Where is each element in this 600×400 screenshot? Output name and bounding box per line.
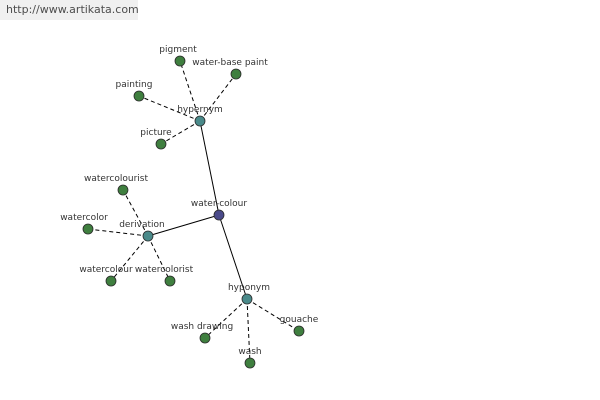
leaf-label-gouache[interactable]: gouache [280,315,319,325]
leaf-node-pigment[interactable] [174,55,186,67]
leaf-node-wash-drawing[interactable] [199,332,211,344]
edge-derivation-watercolor [87,228,149,237]
leaf-label-wash[interactable]: wash [238,347,261,357]
leaf-node-wash[interactable] [244,357,256,369]
leaf-node-gouache[interactable] [293,325,305,337]
leaf-label-watercolour[interactable]: watercolour [79,265,133,275]
leaf-label-water-base-paint[interactable]: water-base paint [192,58,268,68]
edge-hypernym-pigment [179,60,201,122]
edge-derivation-watercolourist [122,189,149,237]
leaf-label-picture[interactable]: picture [140,128,172,138]
category-label-hyponym[interactable]: hyponym [228,283,270,293]
edge-derivation-watercolorist [147,235,171,282]
edge-hyponym-wash-drawing [204,298,248,339]
leaf-label-pigment[interactable]: pigment [159,45,197,55]
leaf-node-watercolour[interactable] [105,275,117,287]
category-node-hypernym[interactable] [194,115,206,127]
edge-hypernym-picture [160,120,201,145]
edge-center-derivation [147,214,220,237]
category-node-derivation[interactable] [142,230,154,242]
leaf-label-watercolorist[interactable]: watercolorist [135,265,194,275]
leaf-label-watercolor[interactable]: watercolor [60,213,108,223]
leaf-label-watercolourist[interactable]: watercolourist [84,174,148,184]
leaf-label-painting[interactable]: painting [116,80,153,90]
leaf-node-watercolourist[interactable] [117,184,129,196]
edge-hyponym-wash [246,298,251,364]
edge-center-hyponym [218,214,248,300]
edge-hypernym-water-base-paint [199,73,237,122]
site-url[interactable]: http://www.artikata.com [0,0,138,20]
leaf-node-water-base-paint[interactable] [230,68,242,80]
category-label-hypernym[interactable]: hypernym [177,105,223,115]
center-node-water-colour[interactable] [213,209,225,221]
edge-hyponym-gouache [246,298,300,332]
leaf-node-picture[interactable] [155,138,167,150]
leaf-node-watercolor[interactable] [82,223,94,235]
labels-layer: water-colour hypernym pigment water-base pa… [60,45,319,357]
category-node-hyponym[interactable] [241,293,253,305]
center-label-water-colour[interactable]: water-colour [191,199,247,209]
edges-layer [87,60,300,364]
edge-center-hypernym [199,120,220,216]
leaf-node-watercolorist[interactable] [164,275,176,287]
category-label-derivation[interactable]: derivation [119,220,165,230]
edge-derivation-watercolour [110,235,149,282]
edge-hypernym-painting [138,95,201,122]
nodes-layer [82,55,305,369]
leaf-node-painting[interactable] [133,90,145,102]
leaf-label-wash-drawing[interactable]: wash drawing [171,322,233,332]
